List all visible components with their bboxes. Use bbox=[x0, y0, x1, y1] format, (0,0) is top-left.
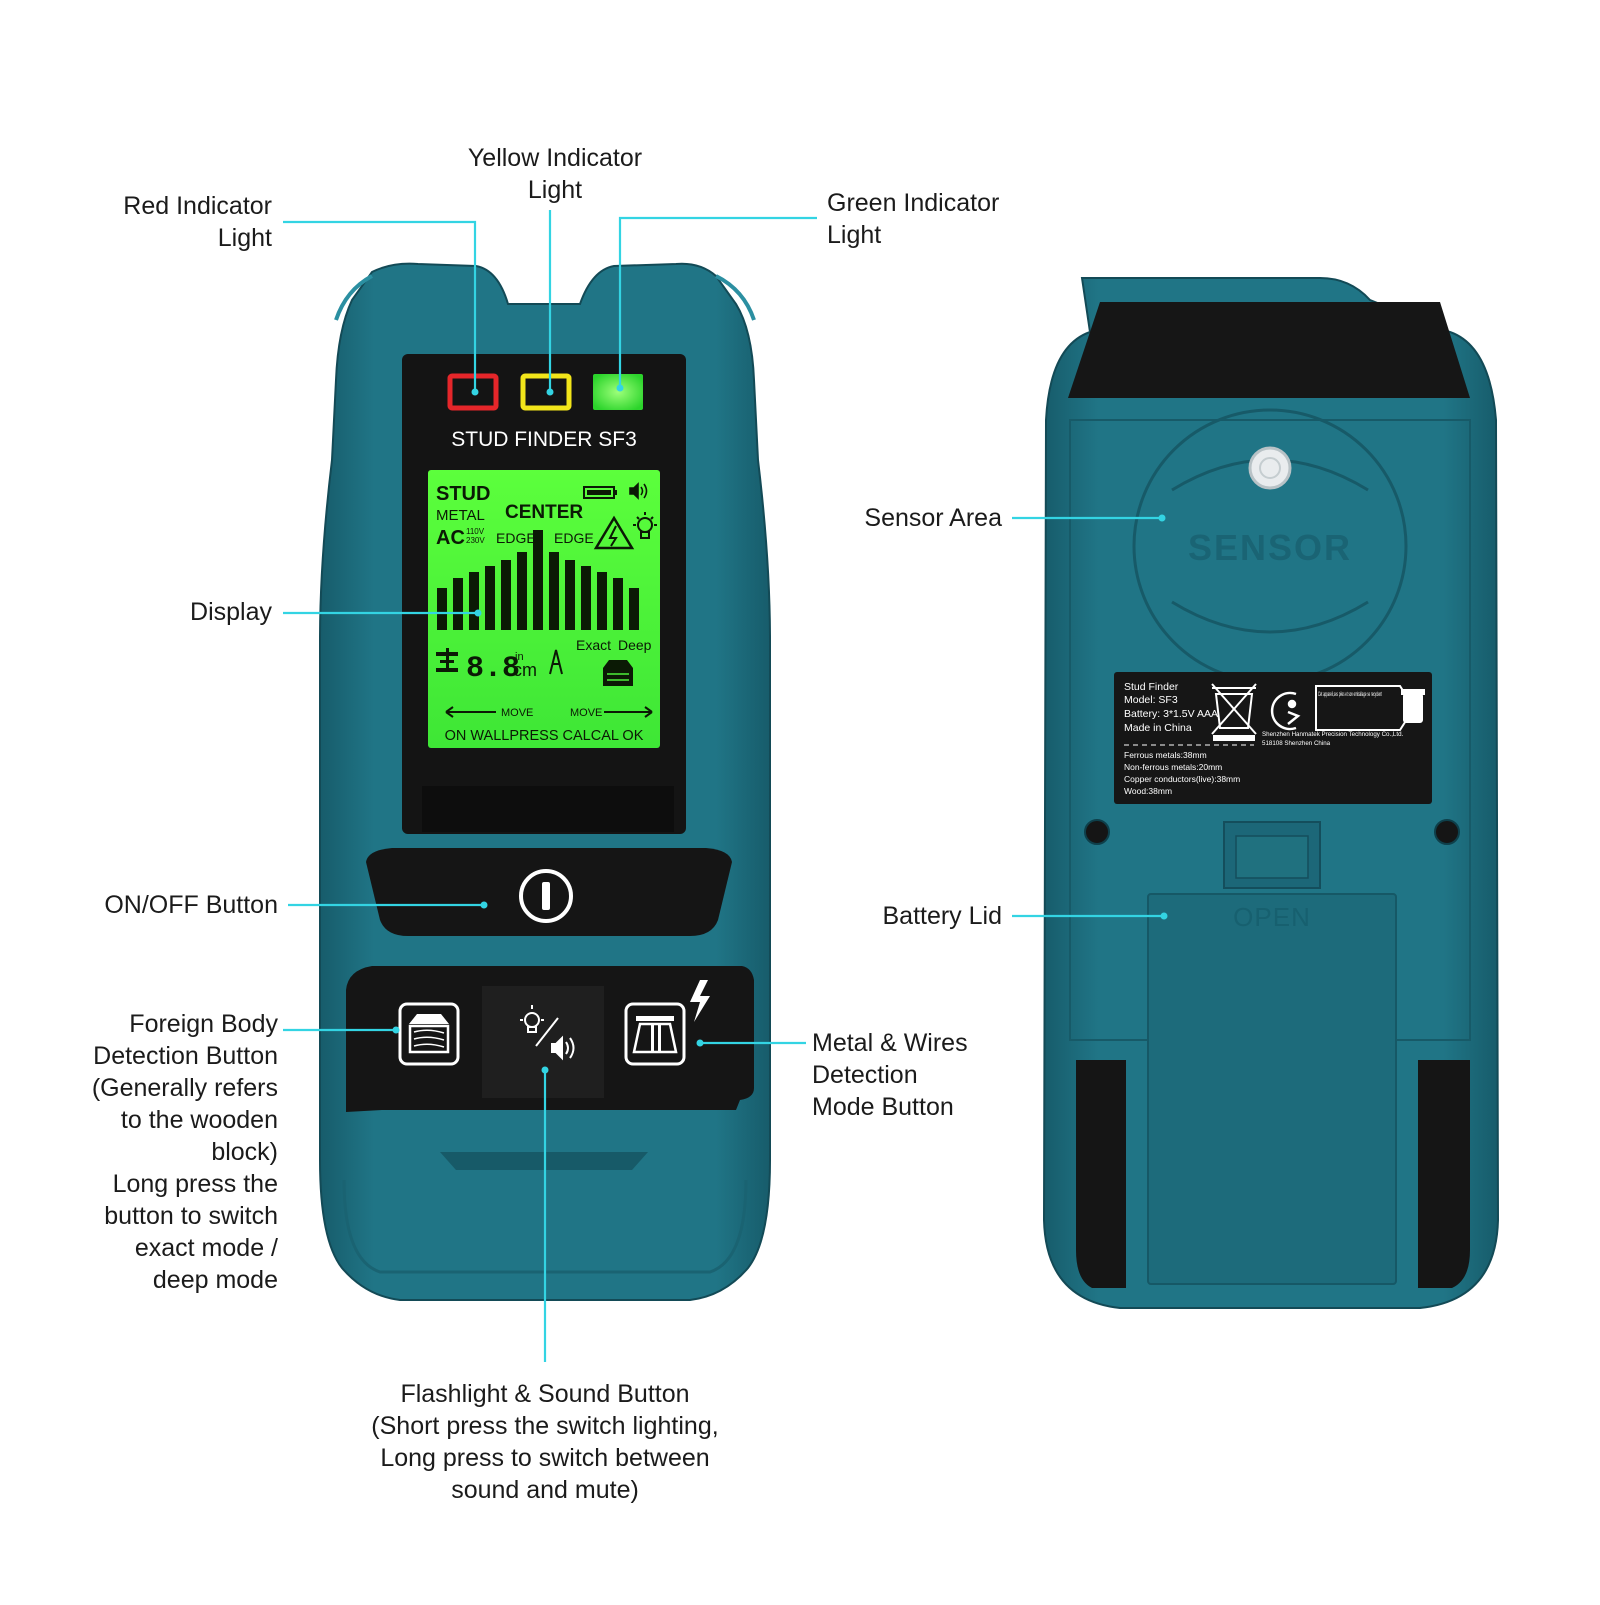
stud-finder-back: SENSOR Stud Finder Model: SF3 Battery: 3… bbox=[1042, 277, 1500, 1309]
lcd-edge-right: EDGE bbox=[554, 530, 594, 546]
back-top-pad bbox=[1068, 302, 1470, 398]
recycle-bin-icon bbox=[1401, 689, 1425, 723]
lcd-lower-window bbox=[422, 786, 674, 832]
lcd-status-line: ON WALLPRESS CALCAL OK bbox=[445, 728, 644, 744]
foot-pad-left bbox=[1076, 1060, 1126, 1288]
lcd-unit-in: in bbox=[515, 651, 524, 663]
foot-pad-right bbox=[1418, 1060, 1470, 1288]
warning-bolt-icon bbox=[593, 515, 635, 550]
lcd-center-label: CENTER bbox=[505, 502, 583, 523]
lcd-deep-label: Deep bbox=[618, 637, 652, 653]
label-recycle-note: Cet appareil,ses piles et son emballage … bbox=[1318, 692, 1382, 698]
lcd-stud-label: STUD bbox=[436, 483, 490, 505]
lcd-110v-label: 110V bbox=[466, 527, 485, 536]
on-off-button[interactable] bbox=[519, 869, 573, 923]
bulb-icon bbox=[633, 512, 657, 539]
lcd-wood-block-icon bbox=[603, 660, 633, 686]
speaker-icon bbox=[629, 482, 648, 500]
open-text: OPEN bbox=[1233, 902, 1311, 932]
callout-sensor-area: Sensor Area bbox=[864, 504, 1002, 532]
bumper-ridge bbox=[715, 274, 756, 321]
callout-red-indicator: Red Indicator Light bbox=[123, 192, 272, 252]
label-company: Shenzhen Hanmatek Precision Technology C… bbox=[1262, 731, 1404, 738]
lcd-move-right: MOVE bbox=[570, 707, 602, 719]
lcd-exact-label: Exact bbox=[576, 637, 611, 653]
label-address: 518108 Shenzhen China bbox=[1262, 740, 1331, 747]
battery-lid[interactable]: OPEN bbox=[1147, 893, 1397, 1285]
green-indicator-light bbox=[593, 374, 643, 410]
leader-red bbox=[283, 220, 477, 392]
lcd-move-left: MOVE bbox=[501, 707, 533, 719]
lcd-ac-label: AC bbox=[436, 527, 465, 549]
lcd-edge-left: EDGE bbox=[496, 530, 536, 546]
flashlight-sound-icon bbox=[520, 1005, 575, 1061]
model-title: STUD FINDER SF3 bbox=[451, 428, 637, 451]
label-spec-1: Ferrous metals:38mm bbox=[1124, 750, 1207, 760]
leader-lines bbox=[283, 210, 1164, 1362]
metal-wire-icon bbox=[632, 1016, 678, 1054]
sensor-area: SENSOR bbox=[1132, 408, 1408, 684]
callout-metal-wires: Metal & Wires Detection Mode Button bbox=[812, 1029, 968, 1121]
callout-foreign-body: Foreign Body Detection Button (Generally… bbox=[91, 1010, 278, 1294]
label-spec-3: Copper conductors(live):38mm bbox=[1124, 774, 1240, 784]
lcd-move-arrows bbox=[445, 706, 653, 718]
label-line-3: Battery: 3*1.5V AAA bbox=[1124, 708, 1218, 720]
foreign-body-button[interactable] bbox=[398, 1002, 460, 1066]
lcd-signal-bars bbox=[437, 530, 639, 630]
metal-wires-button[interactable] bbox=[624, 1002, 686, 1066]
lcd-ampere-icon bbox=[549, 649, 563, 675]
yellow-indicator-light bbox=[520, 373, 572, 411]
screw-left bbox=[1084, 819, 1110, 845]
label-spec-4: Wood:38mm bbox=[1124, 786, 1172, 796]
label-line-2: Model: SF3 bbox=[1124, 694, 1178, 706]
label-spec-2: Non-ferrous metals:20mm bbox=[1124, 762, 1222, 772]
screw-right bbox=[1434, 819, 1460, 845]
callout-display: Display bbox=[190, 598, 272, 626]
callout-green-indicator: Green Indicator Light bbox=[827, 189, 1000, 249]
weee-bin-icon bbox=[1211, 683, 1257, 741]
lcd-metal-label: METAL bbox=[436, 507, 485, 524]
callout-flashlight-sound: Flashlight & Sound Button (Short press t… bbox=[371, 1380, 719, 1504]
wall-icon bbox=[436, 648, 458, 672]
sensor-lens bbox=[1248, 446, 1292, 490]
wood-block-icon bbox=[408, 1014, 450, 1054]
lightning-icon bbox=[690, 980, 710, 1022]
label-line-1: Stud Finder bbox=[1124, 681, 1179, 693]
battery-icon bbox=[583, 486, 617, 499]
stud-finder-front: STUD FINDER SF3 STUD METAL CENTER AC 110… bbox=[319, 262, 771, 1301]
flashlight-sound-button[interactable] bbox=[520, 1005, 575, 1061]
power-icon[interactable] bbox=[519, 869, 573, 923]
bumper-ridge bbox=[334, 274, 373, 321]
lcd-digits: 8.8 bbox=[466, 652, 520, 686]
product-label bbox=[1114, 672, 1432, 804]
sensor-text: SENSOR bbox=[1188, 527, 1352, 568]
label-line-4: Made in China bbox=[1124, 722, 1192, 734]
leader-green bbox=[618, 216, 817, 388]
callout-battery-lid: Battery Lid bbox=[882, 902, 1002, 930]
callout-yellow-indicator: Yellow Indicator Light bbox=[467, 144, 643, 204]
lcd-unit-cm: cm bbox=[513, 660, 537, 680]
lcd-230v-label: 230V bbox=[466, 536, 485, 545]
red-indicator-light bbox=[447, 373, 499, 411]
callout-on-off: ON/OFF Button bbox=[104, 891, 278, 919]
center-button-recess bbox=[482, 986, 604, 1098]
leader-dots bbox=[392, 384, 1168, 1074]
triman-icon bbox=[1270, 691, 1301, 731]
